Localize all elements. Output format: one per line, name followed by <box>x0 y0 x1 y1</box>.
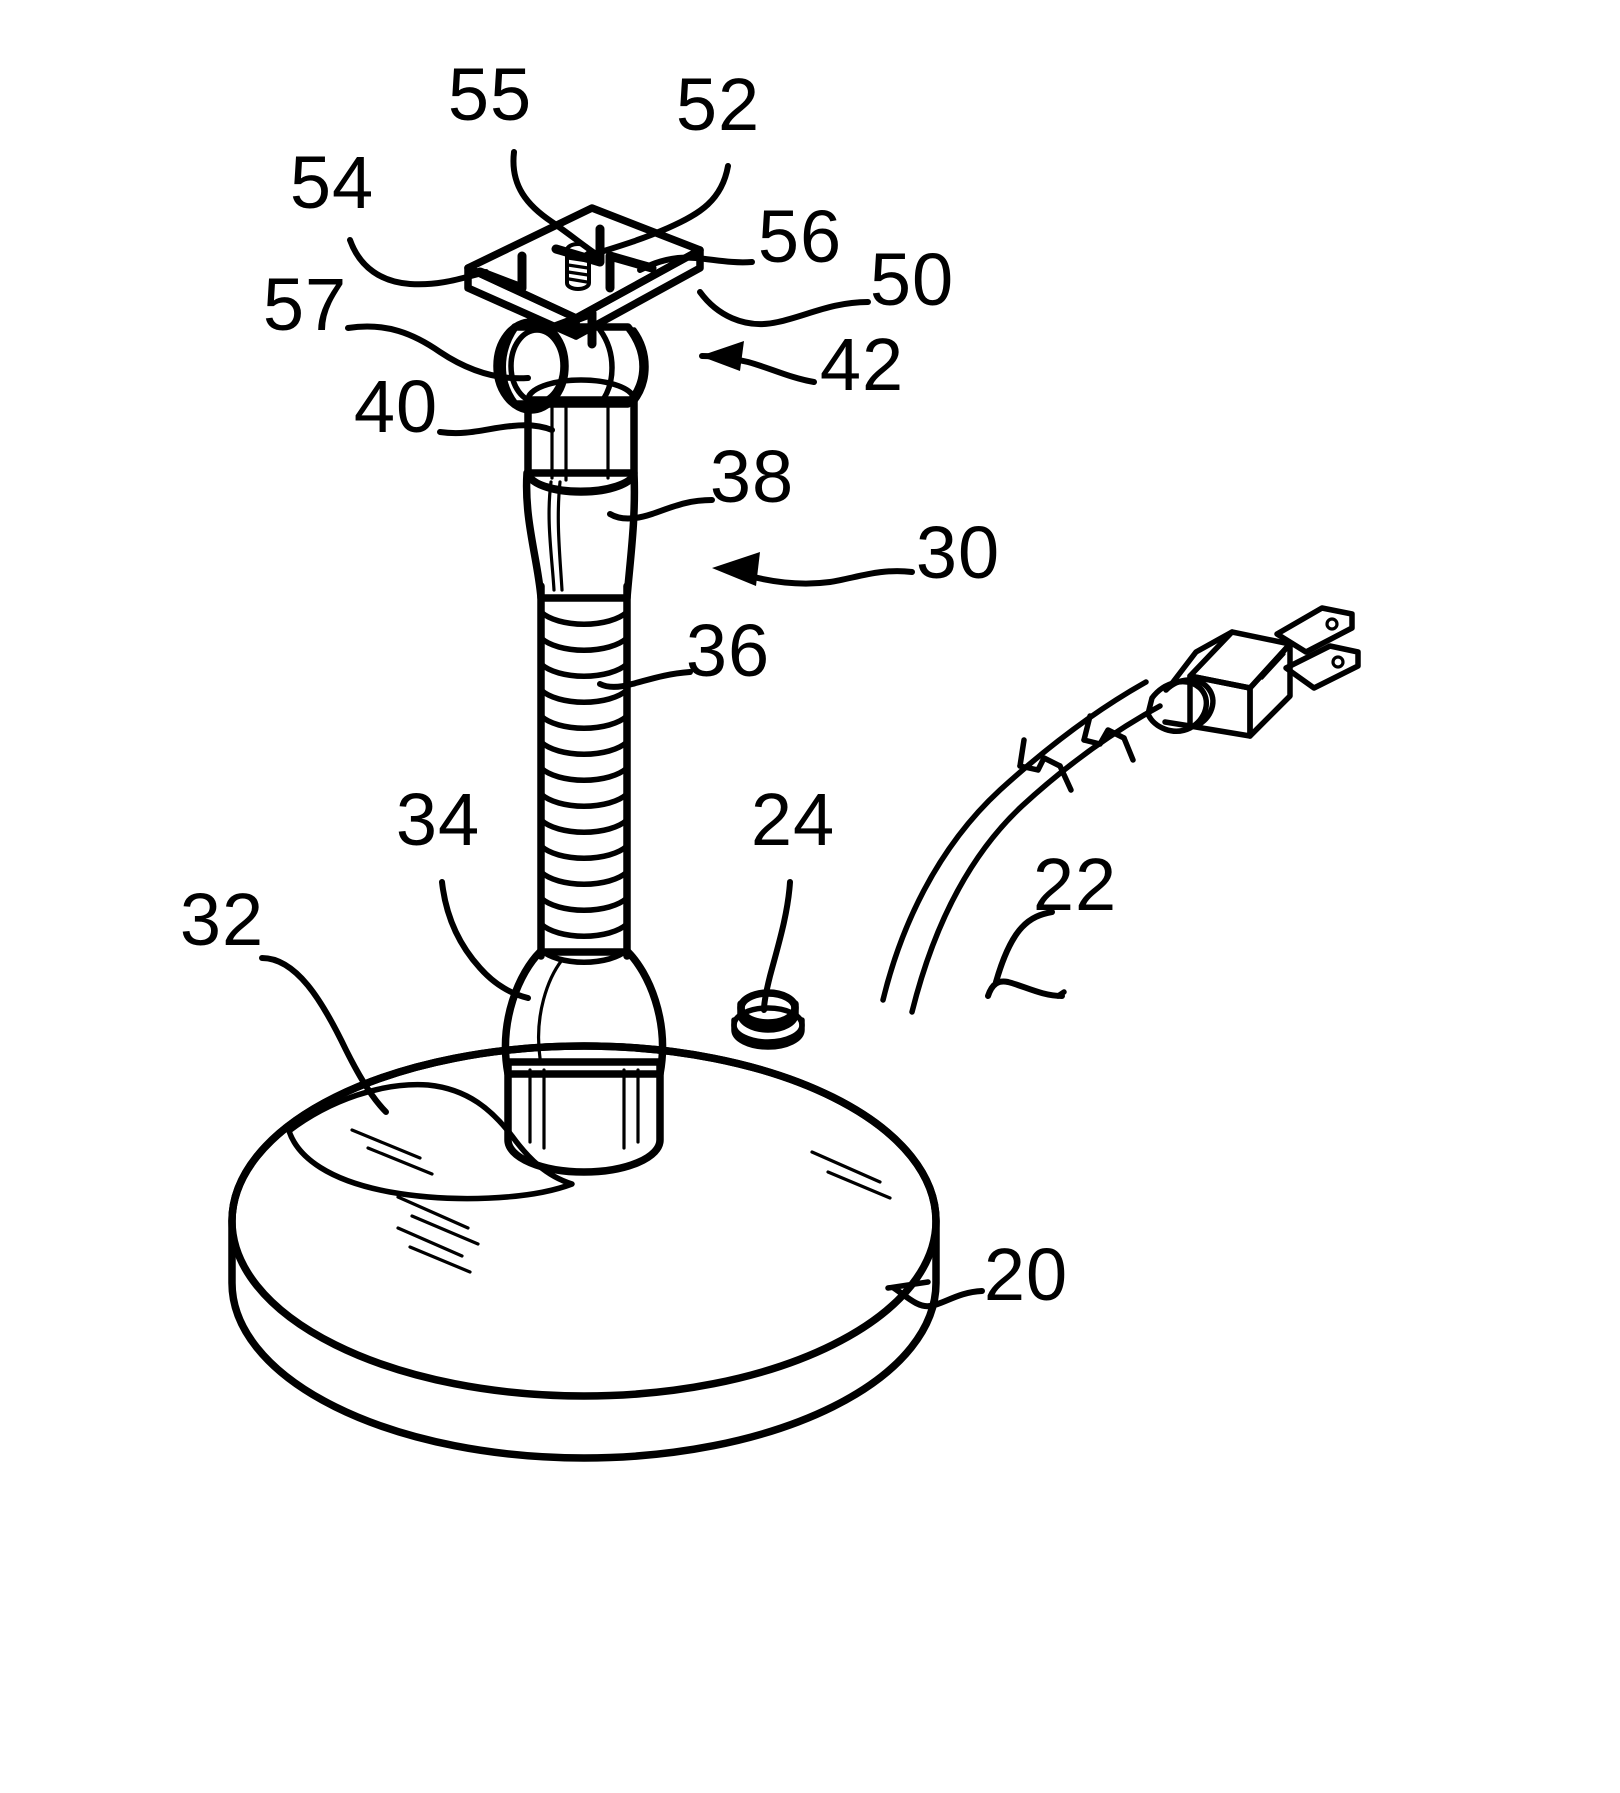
plug-right-face <box>1247 641 1293 739</box>
pivot-barrel-body[interactable] <box>498 323 647 408</box>
base-gloss-right <box>810 1150 892 1200</box>
plug-blade-lower <box>1283 643 1361 691</box>
upper-collar-body <box>524 396 638 496</box>
flexible-coil-section <box>537 582 631 965</box>
ref-label-34: 34 <box>396 778 480 861</box>
reference-numeral-labels: 55 52 54 56 57 50 42 40 38 30 36 34 24 3… <box>180 53 1117 1316</box>
power-button[interactable] <box>731 989 805 1050</box>
plug-blade-lower-hole <box>1331 655 1345 669</box>
ref-label-30: 30 <box>916 511 1000 594</box>
ref-label-22: 22 <box>1033 843 1117 926</box>
arrowhead-30 <box>712 552 760 586</box>
stem-socket-gloss <box>528 958 640 1150</box>
taper-gloss-2 <box>556 480 564 592</box>
leader-22-tick <box>1055 989 1067 999</box>
leader-52 <box>585 163 731 259</box>
plug-strain-relief <box>1145 677 1216 734</box>
plug-blade-upper <box>1274 605 1355 655</box>
upper-collar-top-ring <box>525 377 637 403</box>
base-recess-highlights <box>350 1128 434 1176</box>
leader-36 <box>597 669 693 690</box>
leader-lines <box>259 149 1067 1310</box>
ref-label-57: 57 <box>263 263 347 346</box>
plug-collar-inner <box>1163 677 1216 729</box>
stem-socket-bulb <box>501 948 667 1078</box>
upper-collar <box>524 377 638 496</box>
power-cord-outer-edge <box>880 679 1149 1003</box>
leader-20-tick <box>885 1279 931 1291</box>
power-cord-inner-edge <box>909 703 1163 1015</box>
leader-54 <box>347 237 489 288</box>
ref-label-24: 24 <box>751 778 835 861</box>
base-gloss-left <box>396 1195 480 1246</box>
taper-gloss <box>547 480 556 592</box>
base-gloss-bottom <box>396 1226 472 1274</box>
circular-base-group <box>228 1042 940 1462</box>
leader-32 <box>259 955 389 1115</box>
ref-label-36: 36 <box>686 609 770 692</box>
stem-socket-cylinder <box>504 1058 664 1176</box>
power-button-ring-wall[interactable] <box>731 1017 805 1050</box>
ref-label-52: 52 <box>676 63 760 146</box>
power-button-cap-wall[interactable] <box>737 1000 799 1033</box>
pivot-rib-2 <box>631 327 649 405</box>
arrowhead-42 <box>700 341 744 371</box>
ref-label-40: 40 <box>354 365 438 448</box>
set-screw-shank[interactable] <box>565 248 591 291</box>
ref-label-55: 55 <box>448 53 532 136</box>
ref-label-38: 38 <box>710 435 794 518</box>
plug-taper-edge <box>1167 629 1235 689</box>
corner-clip-left[interactable] <box>475 251 527 293</box>
stem-socket-group <box>501 948 667 1176</box>
corner-clip-right[interactable] <box>605 251 657 293</box>
plug-taper-lower <box>1162 719 1193 729</box>
set-screw-threads <box>566 256 590 284</box>
ref-label-54: 54 <box>290 141 374 224</box>
pivot-rib-1 <box>597 327 615 407</box>
power-cord-group <box>880 605 1361 1015</box>
leader-20 <box>891 1285 985 1310</box>
pivot-left-face-bore[interactable] <box>508 327 566 405</box>
leader-55 <box>510 149 599 257</box>
ref-label-56: 56 <box>758 195 842 278</box>
ref-label-20: 20 <box>984 1233 1068 1316</box>
pivot-joint[interactable] <box>493 318 649 414</box>
leader-57 <box>345 323 531 382</box>
leader-24 <box>761 879 793 1013</box>
ref-label-32: 32 <box>180 878 264 961</box>
leader-22 <box>993 909 1055 985</box>
tapered-neck-body <box>522 469 639 602</box>
plug-blades <box>1274 605 1361 691</box>
plug-blade-upper-hole <box>1325 617 1339 631</box>
corner-clip-front[interactable] <box>547 308 597 349</box>
leader-34 <box>439 879 531 1001</box>
leader-56 <box>637 254 755 273</box>
plate-edge-front-right[interactable] <box>572 246 704 340</box>
base-top-surface <box>228 1042 940 1400</box>
leader-38 <box>607 497 715 522</box>
ref-label-42: 42 <box>820 323 904 406</box>
leader-40 <box>437 422 555 437</box>
leader-22-tail <box>985 978 1065 999</box>
cord-break-marks <box>1017 713 1136 793</box>
plug-face-detail <box>1260 652 1286 680</box>
leader-30 <box>739 568 915 587</box>
ref-label-50: 50 <box>870 238 954 321</box>
coil-rings <box>538 609 630 965</box>
leader-50 <box>697 289 871 328</box>
